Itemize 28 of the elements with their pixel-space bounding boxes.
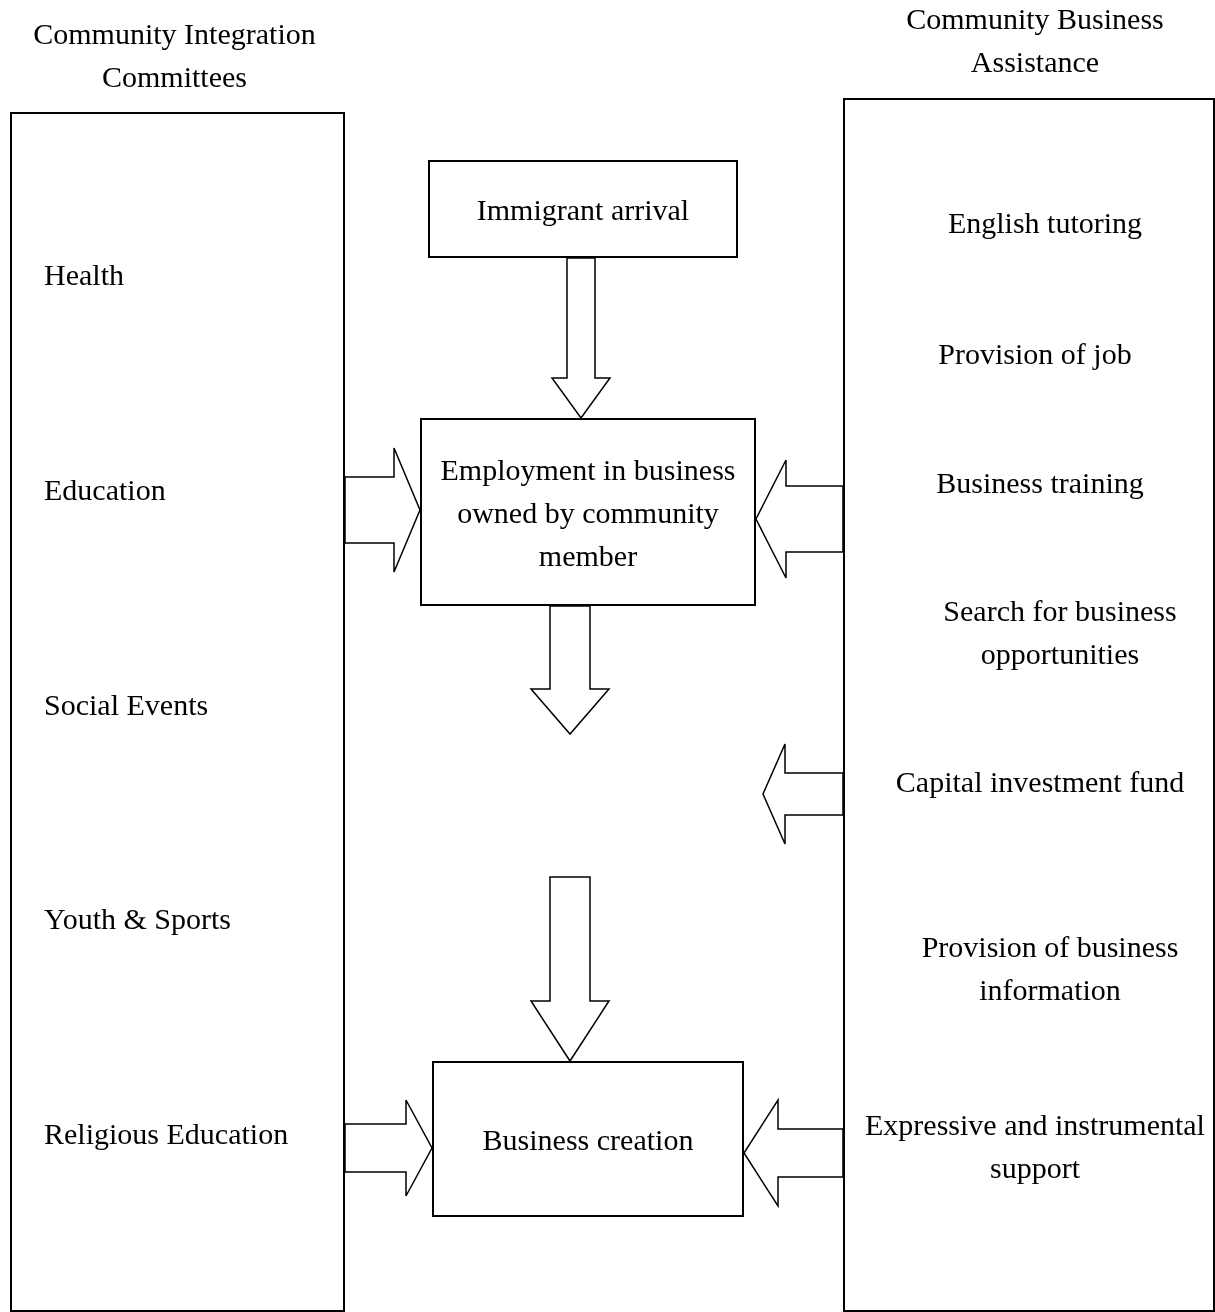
process-box [432,1061,744,1217]
node-label: Employment in business owned by community member [439,451,737,574]
node-label: Provision of job [937,336,1133,372]
block-arrow [550,257,612,420]
node-label: Search for business opportunities [942,593,1178,672]
node-label: Religious Education [44,1116,290,1152]
node-label: Education [44,472,167,508]
node-label: Expressive and instrumental support [865,1107,1205,1186]
block-arrow [344,1099,433,1197]
column-heading: Community Integration Committees [32,16,317,95]
node-label: English tutoring [946,205,1144,241]
block-arrow [344,447,421,573]
node-label: Youth & Sports [44,901,233,937]
node-label: Health [44,257,125,293]
block-arrow [529,605,611,736]
node-label: Capital investment fund [894,764,1186,800]
block-arrow [762,743,844,845]
process-box [428,160,738,258]
node-label: Provision of business information [920,929,1180,1008]
block-arrow [529,876,611,1063]
block-arrow [743,1097,844,1209]
block-arrow [755,459,844,579]
node-label: Business creation [481,1121,695,1158]
process-box [420,418,756,606]
node-label: Social Events [44,687,210,723]
column-heading: Community Business Assistance [905,1,1165,80]
node-label: Immigrant arrival [475,191,691,228]
node-label: Business training [935,465,1145,501]
